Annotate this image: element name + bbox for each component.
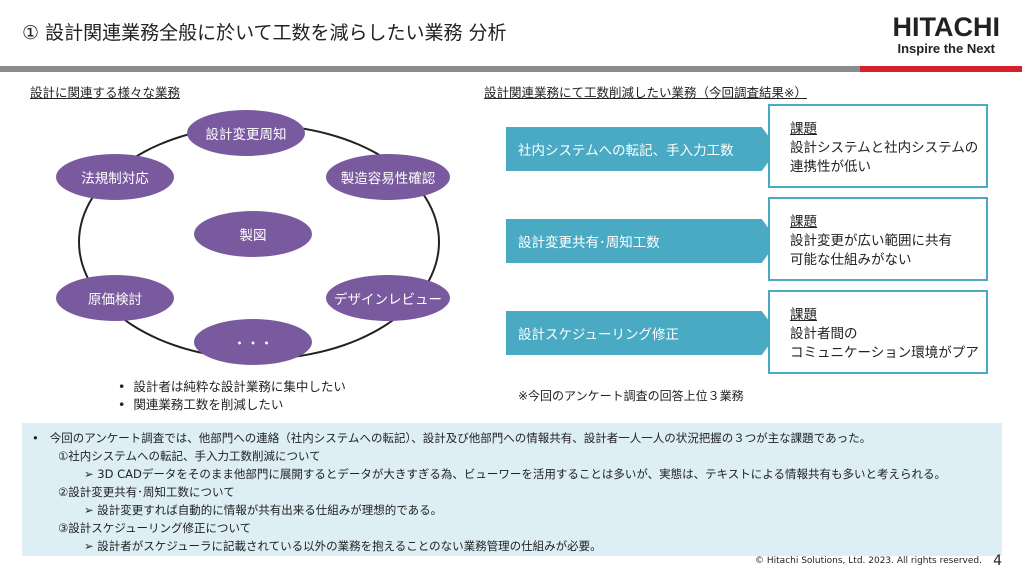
hitachi-logo: HITACHI Inspire the Next bbox=[892, 12, 1001, 56]
task-cost-review: 原価検討 bbox=[56, 275, 174, 321]
page-number: 4 bbox=[993, 553, 1002, 569]
issue-text: 設計変更が広い範囲に共有 bbox=[790, 233, 952, 249]
left-bullets: • 設計者は純粋な設計業務に集中したい • 関連業務工数を削減したい bbox=[118, 379, 346, 412]
bullet: 関連業務工数を削減したい bbox=[133, 397, 284, 412]
task-arrow: 社内システムへの転記、手入力工数 bbox=[506, 127, 778, 171]
task-drafting: 製図 bbox=[194, 211, 312, 257]
page-title: ① 設計関連業務全般に於いて工数を減らしたい業務 分析 bbox=[22, 22, 507, 44]
issue-text: 連携性が低い bbox=[790, 159, 871, 175]
issue-text: コミュニケーション環境がプア bbox=[790, 345, 979, 361]
issue-label: 課題 bbox=[790, 214, 817, 230]
summary-line: 今回のアンケート調査では、他部門への連絡（社内システムへの転記）、設計及び他部門… bbox=[49, 431, 872, 445]
summary-line: ①社内システムへの転記、手入力工数削減について bbox=[58, 449, 321, 463]
right-heading: 設計関連業務にて工数削減したい業務（今回調査結果※） bbox=[484, 85, 807, 100]
issue-box: 課題設計変更が広い範囲に共有可能な仕組みがない bbox=[768, 197, 988, 281]
bullet: 設計者は純粋な設計業務に集中したい bbox=[133, 379, 346, 394]
summary-line: ③設計スケジューリング修正について bbox=[58, 521, 252, 535]
logo-tagline: Inspire the Next bbox=[897, 41, 996, 56]
issue-text: 可能な仕組みがない bbox=[790, 252, 912, 268]
issue-label: 課題 bbox=[790, 121, 817, 137]
footnote: ※今回のアンケート調査の回答上位３業務 bbox=[518, 389, 744, 403]
task-manufacturability: 製造容易性確認 bbox=[326, 154, 450, 200]
issue-box: 課題設計システムと社内システムの連携性が低い bbox=[768, 104, 988, 188]
header-divider bbox=[0, 66, 1022, 72]
summary-line: ②設計変更共有･周知工数について bbox=[58, 485, 235, 499]
issue-label: 課題 bbox=[790, 307, 817, 323]
issue-text: 設計システムと社内システムの bbox=[790, 140, 979, 156]
task-arrow: 設計スケジューリング修正 bbox=[506, 311, 778, 355]
summary-line: 設計変更すれば自動的に情報が共有出来る仕組みが理想的である。 bbox=[97, 503, 443, 517]
accent-bar bbox=[860, 66, 1022, 72]
issue-text: 設計者間の bbox=[790, 326, 858, 342]
task-design-change-notice: 設計変更周知 bbox=[187, 110, 305, 156]
task-regulatory: 法規制対応 bbox=[56, 154, 174, 200]
task-design-review: デザインレビュー bbox=[326, 275, 450, 321]
logo-name: HITACHI bbox=[892, 12, 1001, 42]
summary-box: • 今回のアンケート調査では、他部門への連絡（社内システムへの転記）、設計及び他… bbox=[22, 423, 1002, 556]
task-arrow: 設計変更共有･周知工数 bbox=[506, 219, 778, 263]
task-more: ・・・ bbox=[194, 319, 312, 365]
copyright: © Hitachi Solutions, Ltd. 2023. All righ… bbox=[755, 556, 982, 566]
summary-line: 3D CADデータをそのまま他部門に展開するとデータが大きすぎる為、ビューワーを… bbox=[97, 467, 946, 481]
issue-box: 課題設計者間のコミュニケーション環境がプア bbox=[768, 290, 988, 374]
summary-line: 設計者がスケジューラに記載されている以外の業務を抱えることのない業務管理の仕組み… bbox=[97, 539, 602, 553]
left-heading: 設計に関連する様々な業務 bbox=[30, 85, 181, 100]
